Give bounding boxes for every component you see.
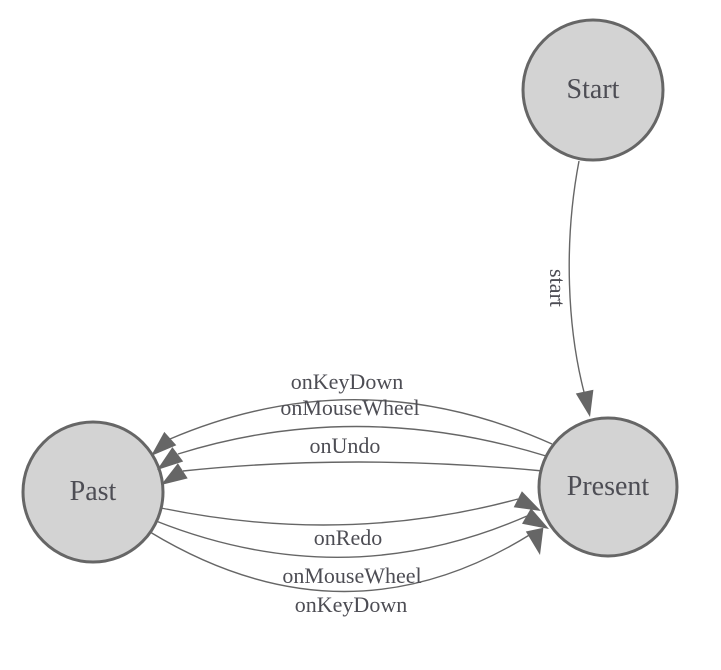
- edge-present-to-past-onkeydown: [169, 399, 553, 445]
- arrowhead-onredo-at-present: [513, 491, 541, 511]
- edge-label-onkeydown-bottom: onKeyDown: [295, 592, 407, 617]
- edge-present-to-past-onmousewheel: [177, 425, 547, 457]
- edges: [149, 160, 585, 593]
- node-labels: Start Past Present: [70, 74, 650, 507]
- edge-label-start: start: [545, 269, 570, 307]
- node-past-label: Past: [70, 476, 117, 507]
- arrowhead-onundo-at-past: [161, 463, 188, 485]
- edge-present-to-past-onundo: [182, 461, 544, 472]
- edge-label-onmousewheel-top: onMouseWheel: [280, 395, 419, 420]
- edge-past-to-present-onmousewheel: [155, 515, 528, 558]
- edge-labels: start onKeyDown onMouseWheel onUndo onRe…: [280, 269, 570, 617]
- node-start-label: Start: [567, 74, 620, 105]
- edge-label-onkeydown-top: onKeyDown: [291, 369, 403, 394]
- edge-past-to-present-onkeydown: [149, 531, 532, 593]
- arrowhead-start-to-present: [575, 389, 594, 417]
- edge-start-to-present: [568, 160, 585, 393]
- edge-label-onredo: onRedo: [314, 525, 382, 550]
- node-present[interactable]: [537, 416, 679, 558]
- arrowheads: [151, 389, 594, 555]
- node-past[interactable]: [21, 420, 165, 564]
- edge-label-onmousewheel-bottom: onMouseWheel: [282, 563, 421, 588]
- nodes: [21, 18, 679, 564]
- arrowhead-onmousewheel-at-present: [522, 508, 549, 529]
- edge-label-onundo: onUndo: [310, 433, 381, 458]
- arrowhead-onkeydown-at-present: [525, 527, 544, 555]
- arrowhead-onkeydown-at-past: [151, 431, 177, 456]
- arrowhead-onmousewheel-at-past: [157, 447, 184, 470]
- edge-past-to-present-onredo: [160, 498, 519, 526]
- node-present-label: Present: [567, 471, 650, 502]
- node-start[interactable]: [521, 18, 665, 162]
